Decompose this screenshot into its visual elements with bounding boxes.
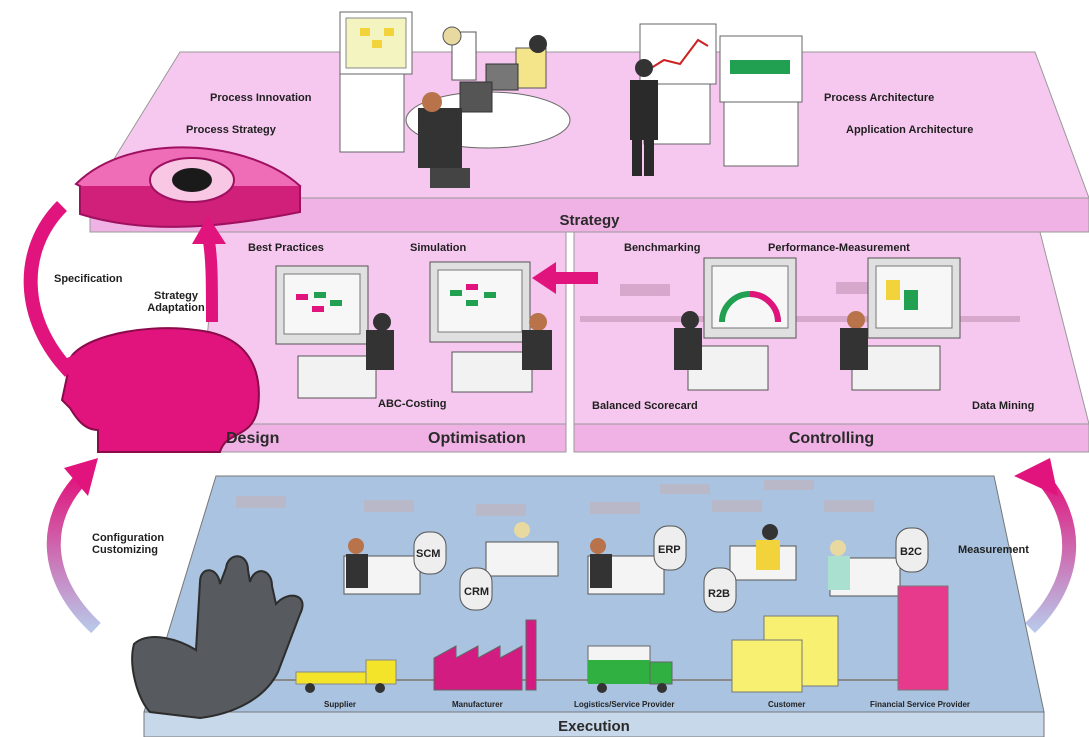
optimisation-arrow <box>532 262 598 294</box>
controlling-layer <box>573 231 1089 453</box>
strategy-adaptation-arrow <box>192 216 226 323</box>
measurement-arrow <box>1014 458 1076 634</box>
financial-service-provider-label: Financial Service Provider <box>870 700 971 709</box>
best-practices-label: Best Practices <box>248 242 324 254</box>
eye-icon <box>74 146 302 228</box>
benchmarking-label: Benchmarking <box>624 242 701 254</box>
customer-label: Customer <box>768 700 806 709</box>
specification-label: Specification <box>54 273 123 285</box>
crm-label: CRM <box>464 586 490 598</box>
scm-label: SCM <box>416 548 441 560</box>
logistics-service-provider-label: Logistics/Service Provider <box>574 700 675 709</box>
data-mining-label: Data Mining <box>972 400 1035 412</box>
performance-measurement-label: Performance-Measurement <box>768 242 910 254</box>
manufacturer-label: Manufacturer <box>452 700 503 709</box>
application-architecture-label: Application Architecture <box>846 124 974 136</box>
process-innovation-label: Process Innovation <box>210 92 312 104</box>
b2c-label: B2C <box>900 546 923 558</box>
strategy-layer-title: Strategy <box>559 212 620 229</box>
design-workstations <box>275 261 552 399</box>
hand-icon <box>131 555 304 720</box>
execution-workstations <box>343 522 929 613</box>
execution-layer-title: Execution <box>558 718 630 735</box>
measurement-label: Measurement <box>958 544 1029 556</box>
controlling-workstations <box>674 257 961 391</box>
controlling-title: Controlling <box>788 430 875 447</box>
r2b-label: R2B <box>708 588 731 600</box>
optimisation-title: Optimisation <box>428 430 526 447</box>
simulation-label: Simulation <box>410 242 467 254</box>
head-icon <box>60 327 260 453</box>
strategy-meeting-illustration <box>339 11 803 188</box>
execution-actors-illustration <box>295 585 949 693</box>
process-strategy-label: Process Strategy <box>186 124 276 136</box>
process-architecture-label: Process Architecture <box>824 92 935 104</box>
configuration-arrow <box>46 458 101 634</box>
supplier-label: Supplier <box>324 700 357 709</box>
balanced-scorecard-label: Balanced Scorecard <box>592 400 698 412</box>
design-title: Design <box>226 430 280 447</box>
abc-costing-label: ABC-Costing <box>378 398 447 410</box>
configuration-customizing-label: Configuration Customizing <box>92 532 165 557</box>
erp-label: ERP <box>658 544 681 556</box>
strategy-adaptation-label: Strategy Adaptation <box>147 290 205 315</box>
specification-arrow <box>23 201 86 388</box>
